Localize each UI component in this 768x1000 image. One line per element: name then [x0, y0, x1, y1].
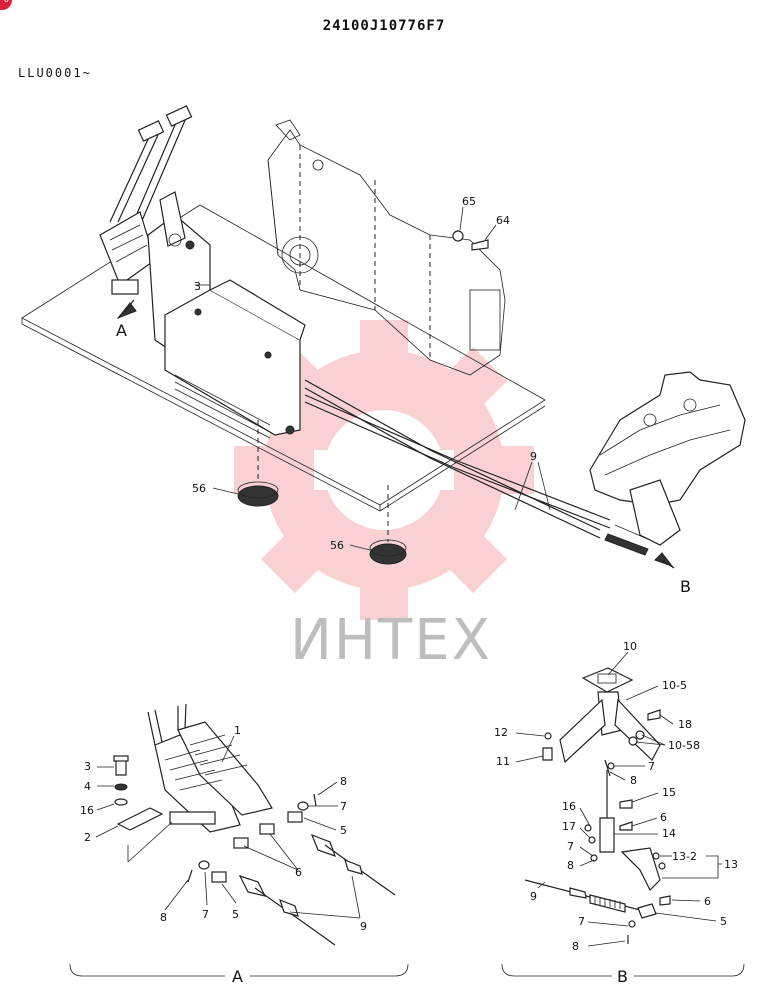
- washer-12: [544, 732, 552, 740]
- clevis-5: [637, 903, 657, 919]
- detail-a-view: 1 3 4 16 2 8 7 5 6 8 7 5 9 A: [69, 703, 409, 986]
- detail-b-part-10: 10: [623, 640, 637, 653]
- bolt-64: [471, 239, 489, 251]
- detail-b-part-18: 18: [678, 718, 692, 731]
- part-65: 65: [462, 195, 476, 208]
- bolt-6-upper: [619, 821, 633, 831]
- bolt-3: [115, 759, 127, 776]
- detail-b-part-15: 15: [662, 786, 676, 799]
- bracket-10-leg-right: [614, 698, 661, 761]
- serial-range: LLU0001~: [18, 66, 92, 80]
- detail-b-caption: B: [617, 967, 628, 986]
- detail-b-part-14: 14: [662, 827, 676, 840]
- bolt-11: [542, 747, 553, 761]
- detail-a-part-16: 16: [80, 804, 94, 817]
- detail-a-part-5-upper: 5: [340, 824, 347, 837]
- bracket-2: [116, 807, 164, 831]
- detail-b-part-10-5: 10-5: [662, 679, 687, 692]
- detail-b-part-8-mid: 8: [567, 859, 574, 872]
- pedal-right: [177, 721, 273, 816]
- document-title: 24100J10776F7: [322, 18, 446, 34]
- detail-a-part-3: 3: [84, 760, 91, 773]
- nut-65: [452, 230, 464, 242]
- control-cables: [304, 379, 611, 539]
- detail-b-part-13-2: 13-2: [672, 850, 697, 863]
- part-56-b: 56: [330, 539, 344, 552]
- detail-b-part-16: 16: [562, 800, 576, 813]
- rubber-mount-56-a: [237, 481, 279, 507]
- detail-a-part-9: 9: [360, 920, 367, 933]
- bracket-13: [620, 847, 661, 892]
- bolt-15: [619, 799, 633, 809]
- detail-b-part-6-upper: 6: [660, 811, 667, 824]
- main-assembly-view: A B 65 64 3 9 56 56: [21, 105, 746, 596]
- detail-b-part-8-lower: 8: [572, 940, 579, 953]
- detail-b-part-7-mid: 7: [567, 840, 574, 853]
- detail-a-part-2: 2: [84, 831, 91, 844]
- detail-b-part-7-lower: 7: [578, 915, 585, 928]
- detail-a-part-5-lower: 5: [232, 908, 239, 921]
- detail-a-part-1: 1: [234, 724, 241, 737]
- detail-b-part-13: 13: [724, 858, 738, 871]
- detail-b-part-6-lower: 6: [704, 895, 711, 908]
- detail-a-part-8-lower: 8: [160, 911, 167, 924]
- washer-4: [114, 783, 128, 791]
- detail-a-part-7-upper: 7: [340, 800, 347, 813]
- part-64: 64: [496, 214, 510, 227]
- pin-5-lower: [211, 871, 227, 883]
- lever-14: [599, 817, 615, 853]
- arrow-label-a: A: [116, 321, 127, 340]
- detail-a-part-4: 4: [84, 780, 91, 793]
- detail-b-part-5: 5: [720, 915, 727, 928]
- page-badge: 0: [0, 0, 12, 10]
- pedal-bracket: [169, 811, 216, 825]
- bolt-18: [647, 709, 661, 721]
- bracket-10-top: [581, 667, 634, 693]
- detail-a-part-7-lower: 7: [202, 908, 209, 921]
- detail-b-view: 10 10-5 12 18 10-58 11 7 8 15 16 6 17 14…: [494, 640, 745, 986]
- part-9-main: 9: [530, 450, 537, 463]
- detail-a-part-6: 6: [295, 866, 302, 879]
- detail-b-part-10-58: 10-58: [668, 739, 700, 752]
- part-56-a: 56: [192, 482, 206, 495]
- detail-a-caption: A: [232, 967, 243, 986]
- pedal-housing: [147, 191, 306, 439]
- control-valve: [589, 371, 746, 556]
- bracket-10-leg-left: [559, 698, 606, 764]
- detail-b-part-8-upper: 8: [630, 774, 637, 787]
- detail-b-part-7-upper: 7: [648, 760, 655, 773]
- detail-b-part-17: 17: [562, 820, 576, 833]
- washer-16: [114, 798, 128, 806]
- control-levers: [99, 105, 193, 295]
- seat-outline: [267, 119, 506, 376]
- detail-b-part-9: 9: [530, 890, 537, 903]
- part-3-main: 3: [194, 280, 201, 293]
- bolt-6-lower: [659, 895, 671, 906]
- view-arrow-a: [116, 302, 137, 320]
- pin-5-upper: [287, 811, 303, 823]
- watermark-text: ИНТЕХ: [290, 608, 492, 673]
- detail-a-part-8-upper: 8: [340, 775, 347, 788]
- rubber-mount-56-b: [369, 539, 407, 565]
- detail-b-part-11: 11: [496, 755, 510, 768]
- view-arrow-b: [654, 552, 674, 568]
- arrow-label-b: B: [680, 577, 691, 596]
- detail-b-part-12: 12: [494, 726, 508, 739]
